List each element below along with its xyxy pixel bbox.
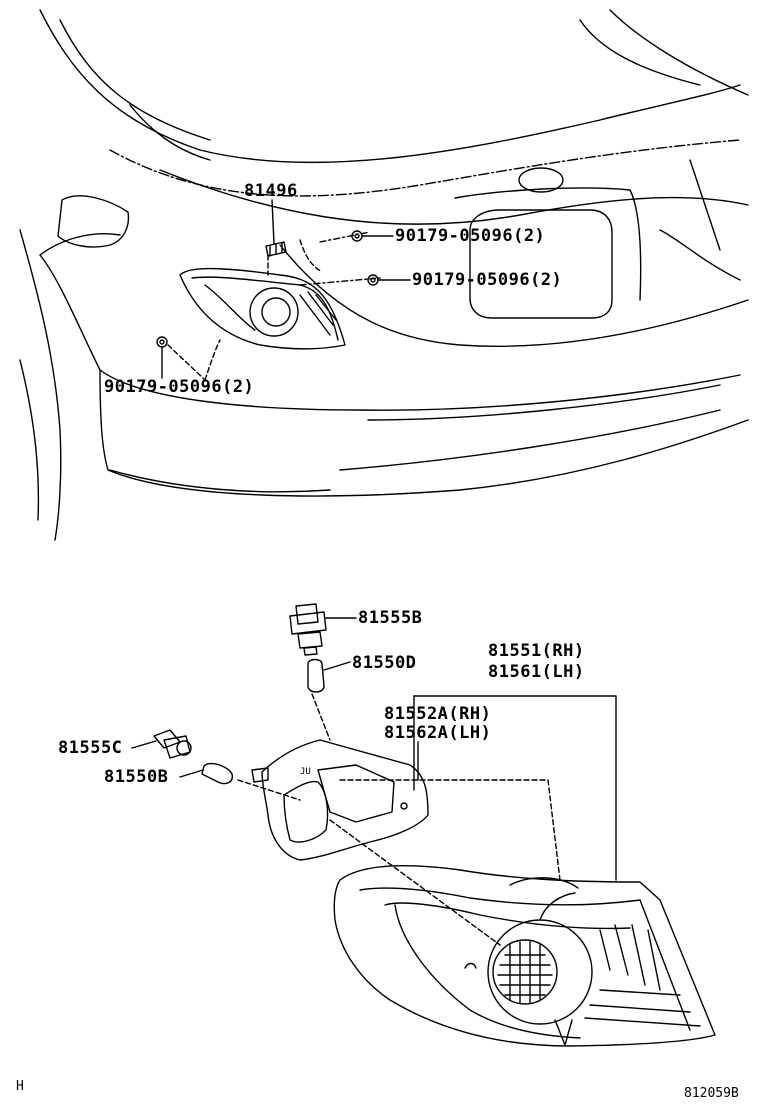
socket-81555B (289, 603, 327, 656)
nut-upper-2 (367, 274, 379, 286)
bulb-81550D (307, 658, 325, 693)
label-81550D: 81550D (352, 653, 417, 673)
gasket-81552A: JU (251, 739, 429, 861)
label-81555B: 81555B (358, 608, 423, 628)
retainer-81496 (265, 241, 287, 257)
socket-81555C (153, 729, 192, 759)
leader-lamp-assembly (413, 695, 617, 881)
leader-81550D (323, 661, 351, 671)
nut-lower-left (156, 336, 168, 348)
label-lamp-assy-lh: 81561(LH) (488, 662, 585, 682)
label-nut-upper-2: 90179-05096(2) (412, 270, 563, 290)
leader-81555C (131, 740, 157, 749)
bulb-81550B (201, 762, 233, 785)
label-nut-upper-1: 90179-05096(2) (395, 226, 546, 246)
label-81550B: 81550B (104, 767, 169, 787)
svg-text:JU: JU (300, 767, 311, 777)
tail-lamp-installed (167, 231, 381, 381)
corner-mark: H (16, 1079, 24, 1094)
figure-number: 812059B (684, 1086, 739, 1101)
label-nut-lower-left: 90179-05096(2) (104, 377, 255, 397)
label-lamp-assy-rh: 81551(RH) (488, 641, 585, 661)
label-81496: 81496 (244, 181, 298, 201)
tail-lamp-assembly (333, 865, 716, 1047)
leader-81496 (271, 199, 275, 245)
leader-81550B (179, 769, 204, 778)
label-81555C: 81555C (58, 738, 123, 758)
label-gasket-lh: 81562A(LH) (384, 723, 492, 743)
vehicle-rear-body (19, 9, 749, 541)
label-gasket-rh: 81552A(RH) (384, 704, 492, 724)
